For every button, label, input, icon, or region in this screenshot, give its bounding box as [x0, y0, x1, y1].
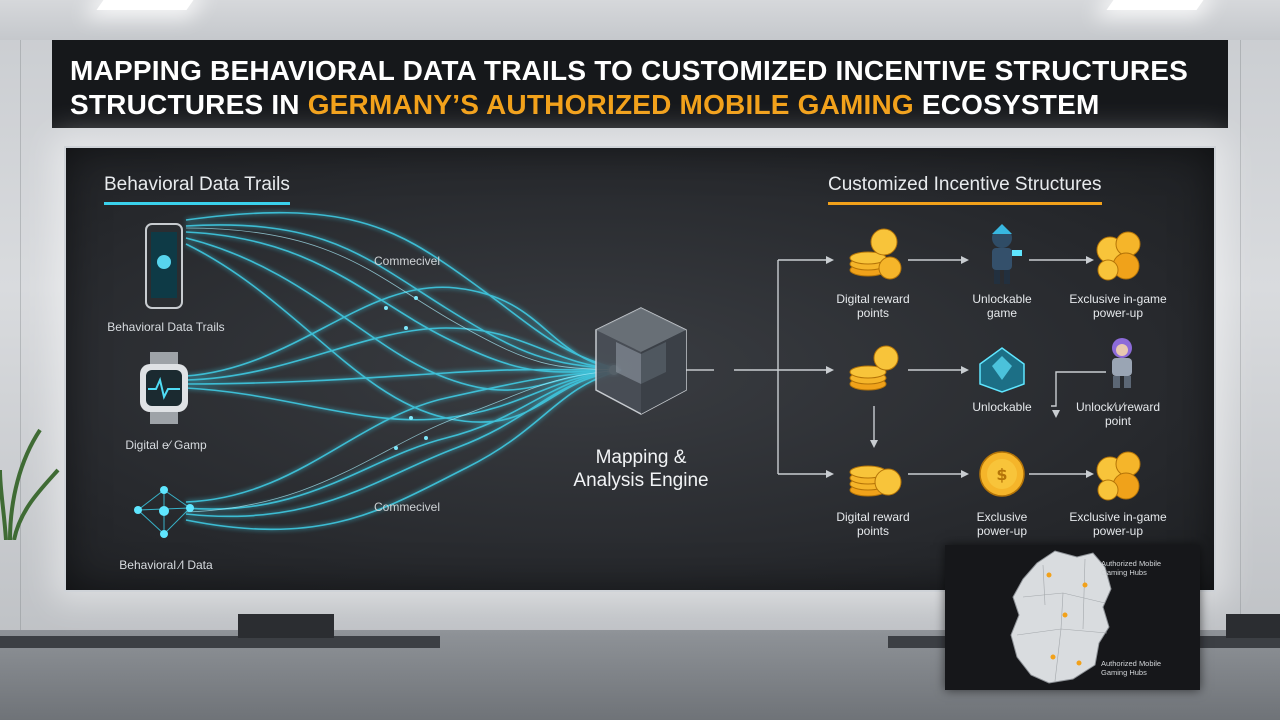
coins-icon	[1090, 448, 1146, 509]
node-label-9: Exclusive in-game power-up	[1053, 510, 1183, 538]
crystal-icon	[974, 344, 1030, 399]
table	[0, 636, 440, 648]
flow-label-bottom: Commecivel	[374, 500, 441, 514]
node-label-6-line-2: point	[1104, 414, 1132, 428]
node-label-2-line-1: Unlockable	[972, 292, 1032, 306]
title-line-2-accent: Germany’s Authorized Mobile Gaming	[307, 89, 914, 120]
game-character-icon	[1102, 336, 1142, 395]
map-label-bottom-line-2: Gaming Hubs	[1101, 668, 1147, 677]
node-label-2-line-2: game	[986, 306, 1018, 320]
source-label-3: Behavioral ⁄l Data	[119, 558, 213, 572]
gold-coin-icon: $	[972, 446, 1032, 511]
svg-text:$: $	[996, 465, 1007, 484]
map-label-bottom: Authorized Mobile Gaming Hubs	[1101, 659, 1161, 677]
source-label-1: Behavioral Data Trails	[107, 320, 225, 334]
flow-label-top: Commecivel	[374, 254, 441, 268]
node-label-5-line-1: Unlockable	[972, 400, 1032, 414]
map-label-top-line-1: Authorized Mobile	[1101, 559, 1162, 568]
node-label-7: Digital reward points	[808, 510, 938, 538]
cube-icon	[586, 298, 696, 433]
coins-icon	[1090, 228, 1146, 289]
node-label-8-line-2: power-up	[976, 524, 1028, 538]
map-label-top-line-2: Gaming Hubs	[1101, 568, 1147, 577]
game-character-icon	[978, 224, 1026, 291]
title-line-2-suffix: Ecosystem	[921, 89, 1100, 120]
node-label-8: Exclusive power-up	[937, 510, 1067, 538]
engine-label: Mapping & Analysis Engine	[556, 446, 726, 492]
map-label-bottom-line-1: Authorized Mobile	[1101, 659, 1162, 668]
map-label-top: Authorized Mobile Gaming Hubs	[1101, 559, 1161, 577]
node-label-3: Exclusive in-game power-up	[1053, 292, 1183, 320]
smartwatch-icon	[134, 352, 194, 429]
node-label-9-line-1: Exclusive in-game	[1069, 510, 1167, 524]
node-label-5: Unlockable	[937, 400, 1067, 414]
wall-panel-seam	[20, 40, 21, 630]
title-line-2: Structures in Germany’s Authorized Mobil…	[70, 88, 1210, 122]
section-title-behavioral-data: Behavioral Data Trails	[104, 174, 290, 205]
chair	[238, 614, 334, 638]
node-label-1-line-1: Digital reward	[836, 292, 910, 306]
germany-map-panel: Authorized Mobile Gaming Hubs Authorized…	[945, 545, 1200, 690]
network-icon	[128, 480, 202, 549]
node-label-1-line-2: points	[856, 306, 890, 320]
ceiling-light	[1106, 0, 1204, 10]
coins-icon	[846, 446, 906, 509]
node-label-6: Unlock⁄u⁄reward point	[1053, 400, 1183, 428]
node-label-2: Unlockable game	[937, 292, 1067, 320]
node-label-8-line-1: Exclusive	[976, 510, 1028, 524]
title-banner: Mapping Behavioral Data Trails to Custom…	[52, 40, 1228, 128]
title-line-1: Mapping Behavioral Data Trails to Custom…	[70, 55, 1189, 86]
engine-label-line-1: Mapping &	[595, 447, 687, 468]
node-label-7-line-1: Digital reward	[836, 510, 910, 524]
chair	[1226, 614, 1280, 638]
node-label-1: Digital reward points	[808, 292, 938, 320]
node-label-3-line-1: Exclusive in-game	[1069, 292, 1167, 306]
title-line-2-prefix: Structures in	[70, 89, 300, 120]
plant	[0, 420, 60, 545]
source-label-2: Digital e⁄ Gamp	[125, 438, 207, 452]
ceiling	[0, 0, 1280, 40]
germany-map-icon	[1010, 550, 1112, 684]
data-flow-lines	[185, 211, 1106, 531]
wall-panel-seam	[1240, 40, 1241, 630]
engine-label-line-2: Analysis Engine	[573, 470, 709, 491]
section-title-incentive-structures: Customized Incentive Structures	[828, 174, 1102, 205]
ceiling-light	[96, 0, 194, 10]
smartphone-icon	[142, 222, 186, 317]
coins-icon	[846, 224, 902, 289]
coins-icon	[846, 344, 902, 403]
node-label-6-line-1: Unlock⁄u⁄reward	[1075, 400, 1161, 414]
display-board: Behavioral Data Trails Customized Incent…	[64, 146, 1216, 592]
node-label-9-line-2: power-up	[1092, 524, 1144, 538]
node-label-7-line-2: points	[856, 524, 890, 538]
node-label-3-line-2: power-up	[1092, 306, 1144, 320]
